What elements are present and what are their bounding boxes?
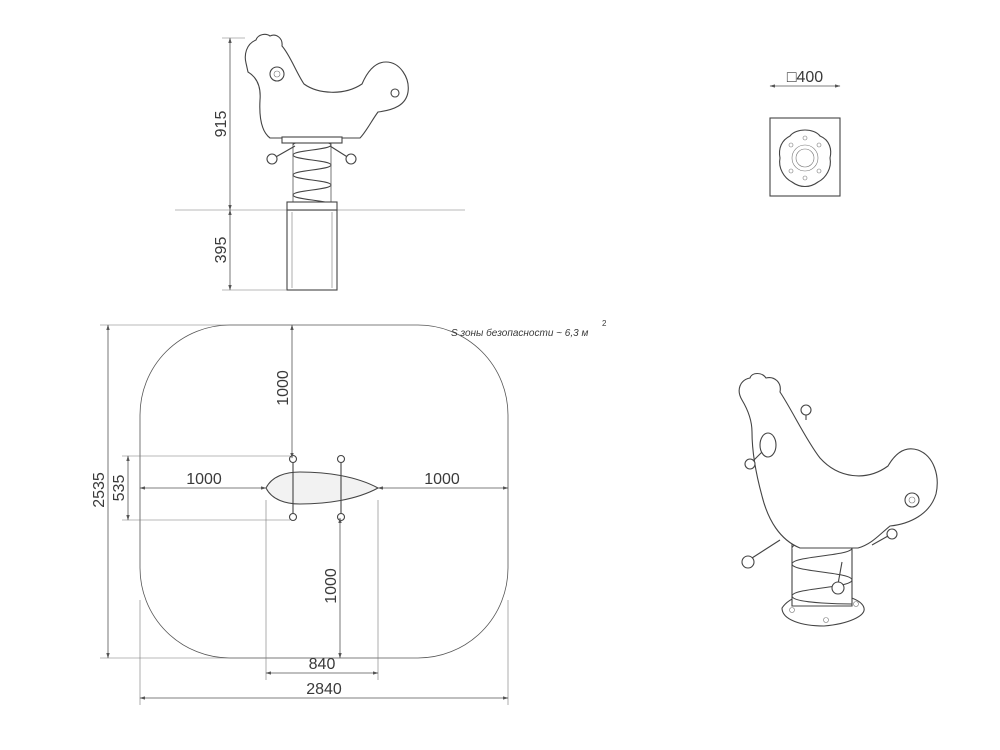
clearance-top-label: 1000 bbox=[275, 370, 292, 406]
handle-side-rear bbox=[390, 88, 400, 98]
height-dim-label: 915 bbox=[213, 111, 230, 138]
plan-view: S зоны безопасности ~ 6,3 м 2 1000 1000 … bbox=[91, 319, 607, 705]
clearance-right-label: 1000 bbox=[424, 471, 460, 488]
safety-zone-note: S зоны безопасности ~ 6,3 м bbox=[451, 327, 588, 339]
base-size-label: □400 bbox=[787, 69, 823, 86]
spring-3d bbox=[791, 539, 853, 607]
chicken-top-view bbox=[265, 471, 380, 505]
item-depth-label: 535 bbox=[111, 475, 128, 502]
chicken-body-side bbox=[244, 33, 409, 139]
zone-depth-label: 2535 bbox=[91, 472, 108, 508]
side-view: 915 395 bbox=[175, 33, 465, 291]
clearance-bottom-label: 1000 bbox=[323, 568, 340, 604]
chicken-body-3d bbox=[738, 372, 938, 549]
handle-side-front bbox=[269, 66, 285, 82]
depth-dim-label: 395 bbox=[213, 237, 230, 264]
zone-length-label: 2840 bbox=[306, 681, 342, 698]
item-length-label: 840 bbox=[309, 656, 336, 673]
base-view: □400 bbox=[769, 69, 841, 197]
clearance-left-label: 1000 bbox=[186, 471, 222, 488]
foundation-block bbox=[286, 209, 338, 291]
safety-zone-note-superscript: 2 bbox=[602, 319, 607, 328]
base-plate bbox=[778, 129, 832, 188]
spring bbox=[286, 140, 338, 211]
perspective-view bbox=[738, 372, 938, 627]
